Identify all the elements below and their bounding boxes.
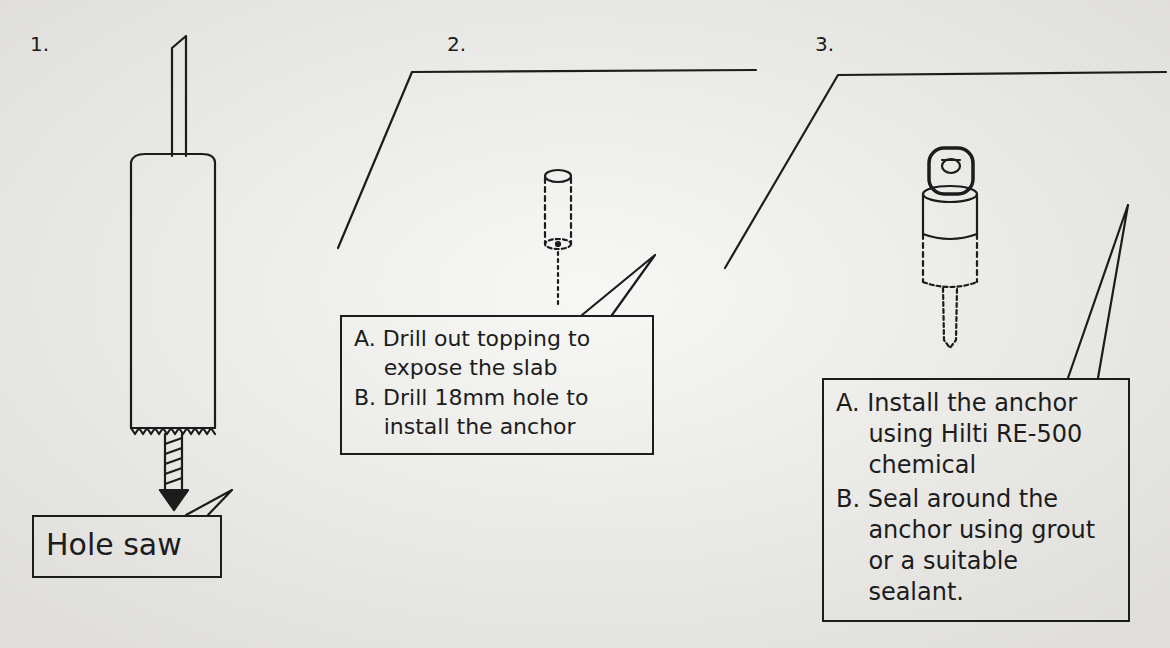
- callout-tail: [186, 490, 232, 515]
- anchor-body: [923, 194, 977, 239]
- anchor-rod: [943, 288, 957, 348]
- eye-inner: [942, 159, 960, 173]
- hole-top: [545, 170, 571, 182]
- callout-text: B. Drill 18mm hole to install the anchor: [354, 384, 640, 441]
- saw-cup: [131, 154, 215, 428]
- callout-box: A. Drill out topping to expose the slabB…: [340, 315, 654, 455]
- bit-flutes: [165, 438, 182, 484]
- eye-pin: [942, 159, 960, 161]
- slab-outline: [338, 70, 756, 248]
- saw-teeth: [131, 428, 215, 434]
- panel-number: 3.: [815, 32, 834, 56]
- callout-text: Hole saw: [46, 525, 208, 564]
- anchor-embedded: [923, 234, 977, 282]
- hole-centre: [556, 242, 560, 246]
- hole-bottom: [545, 239, 571, 249]
- callout-text: B. Seal around the anchor using grout or…: [836, 484, 1116, 609]
- anchor-hole: [557, 252, 559, 305]
- callout-box: A. Install the anchor using Hilti RE-500…: [822, 378, 1130, 622]
- callout-tail: [582, 255, 655, 315]
- callout-text: A. Install the anchor using Hilti RE-500…: [836, 388, 1116, 482]
- panel-number: 2.: [447, 32, 466, 56]
- hole-sides: [545, 178, 571, 244]
- panel-number: 1.: [30, 32, 49, 56]
- callout-box: Hole saw: [32, 515, 222, 578]
- saw-shaft: [172, 36, 186, 156]
- anchor-embedded: [923, 282, 977, 287]
- anchor-collar: [923, 186, 977, 202]
- bit-tip: [160, 490, 188, 510]
- slab-outline: [725, 72, 1166, 268]
- pilot-bit: [165, 434, 182, 490]
- callout-tail: [1068, 205, 1128, 378]
- callout-text: A. Drill out topping to expose the slab: [354, 325, 640, 382]
